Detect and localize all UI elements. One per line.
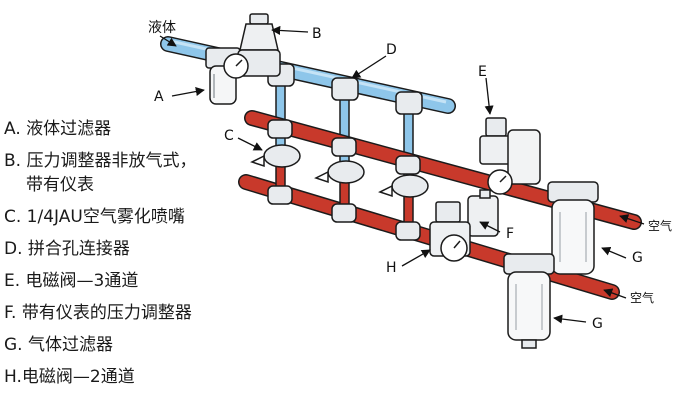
label-c: C — [224, 128, 234, 144]
label-b: B — [312, 26, 322, 42]
label-air-upper: 空气 — [648, 218, 672, 233]
label-liquid: 液体 — [148, 20, 176, 36]
callout-arrows — [159, 25, 645, 324]
nozzle-1 — [250, 144, 301, 168]
gas-filter-lower — [503, 253, 555, 349]
solenoid-valve-2way — [429, 201, 471, 262]
pressure-regulator-f — [467, 189, 499, 237]
label-f: F — [506, 226, 514, 242]
label-air-lower: 空气 — [630, 290, 654, 305]
label-g-upper: G — [632, 250, 643, 266]
nozzle-3 — [378, 174, 429, 198]
legend-item-b: B. 压力调整器非放气式， — [4, 151, 197, 171]
legend-item-b-cont: 带有仪表 — [26, 175, 94, 195]
label-d: D — [386, 42, 397, 58]
label-e: E — [478, 64, 487, 80]
nozzle-2 — [314, 160, 365, 184]
legend-item-d: D. 拼合孔连接器 — [4, 239, 130, 259]
pressure-regulator-b — [223, 13, 281, 79]
label-g-lower: G — [592, 316, 603, 332]
legend-item-h: H.电磁阀—2通道 — [4, 367, 135, 387]
label-h: H — [386, 260, 397, 276]
gas-filter-upper — [547, 181, 599, 275]
legend-item-c: C. 1/4JAU空气雾化喷嘴 — [4, 207, 185, 227]
legend-item-a: A. 液体过滤器 — [4, 119, 112, 139]
solenoid-valve-3way — [479, 117, 541, 195]
legend-item-e: E. 电磁阀—3通道 — [4, 271, 139, 291]
legend-item-f: F. 带有仪表的压力调整器 — [4, 303, 192, 323]
legend-item-g: G. 气体过滤器 — [4, 335, 113, 355]
callout-labels: 液体 A B C D E F H G G 空气 空气 — [148, 20, 672, 332]
component-legend: A. 液体过滤器 B. 压力调整器非放气式， 带有仪表 C. 1/4JAU空气雾… — [4, 118, 254, 398]
label-a: A — [154, 89, 164, 105]
atomizing-nozzles — [250, 144, 429, 198]
